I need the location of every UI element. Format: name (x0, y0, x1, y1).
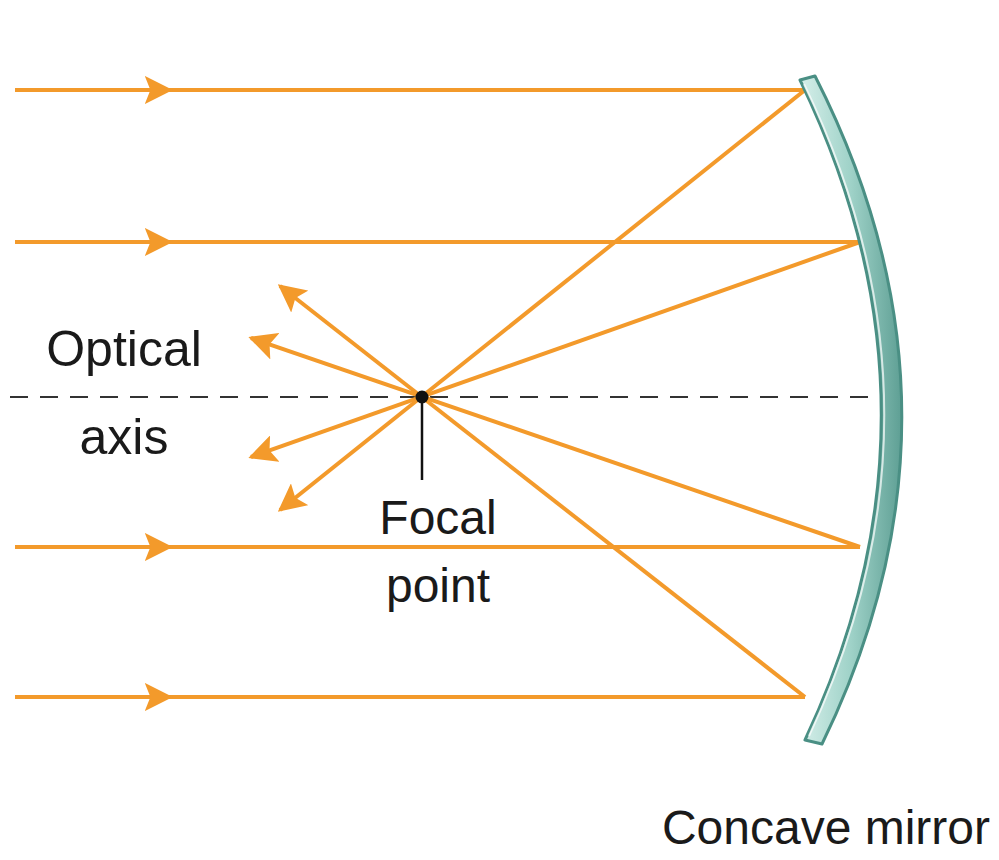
incident-rays (15, 90, 860, 697)
reflected-rays (251, 90, 860, 697)
optical-axis-line (10, 396, 872, 398)
leader-line (421, 397, 424, 480)
mirror-highlight (804, 84, 884, 736)
text-label: Focal point (379, 484, 496, 620)
text-label: Concave mirror (662, 800, 990, 856)
text-label: Optical axis (46, 305, 202, 481)
concave-mirror (800, 76, 902, 744)
focal-dot (416, 391, 429, 404)
